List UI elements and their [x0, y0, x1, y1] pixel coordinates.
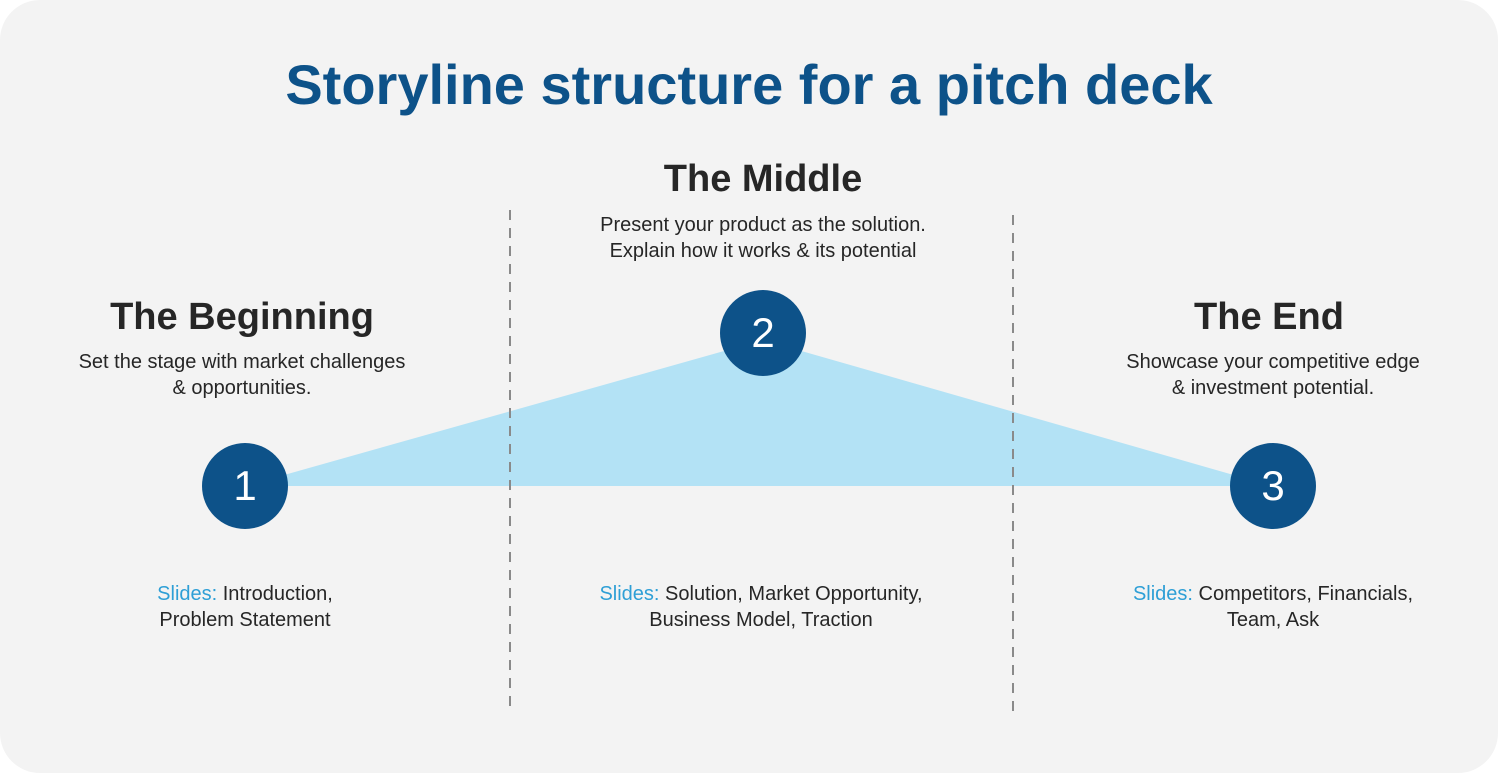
stage-2-slides-line-1: Slides: Solution, Market Opportunity,	[531, 581, 991, 607]
stage-1-description: Set the stage with market challenges & o…	[22, 349, 462, 401]
stage-3-desc-line-1: Showcase your competitive edge	[1126, 351, 1420, 373]
stage-1-slides: Slides: Introduction, Problem Statement	[45, 581, 445, 633]
stage-2-slides-line-2: Business Model, Traction	[649, 609, 873, 631]
stage-1-slides-label: Slides:	[157, 583, 218, 605]
stage-3-heading: The End	[1194, 296, 1344, 338]
stage-2-node: 2	[720, 290, 806, 376]
stage-2-desc-line-1: Present your product as the solution.	[600, 214, 926, 236]
stage-1-desc-line-1: Set the stage with market challenges	[78, 351, 406, 373]
storyline-triangle	[245, 340, 1272, 486]
stage-3-slides: Slides: Competitors, Financials, Team, A…	[1073, 581, 1473, 633]
stage-1-desc-line-2: & opportunities.	[172, 377, 312, 399]
stage-3-slides-text-1: Competitors, Financials,	[1198, 583, 1414, 605]
stage-2-slides-label: Slides:	[599, 583, 660, 605]
stage-1-slides-line-2: Problem Statement	[159, 609, 331, 631]
stage-1-node: 1	[202, 443, 288, 529]
stage-2-slides: Slides: Solution, Market Opportunity, Bu…	[531, 581, 991, 633]
page-title: Storyline structure for a pitch deck	[285, 53, 1213, 116]
stage-3-desc-line-2: & investment potential.	[1171, 377, 1375, 399]
stage-3-slides-label: Slides:	[1132, 583, 1193, 605]
stage-1-slides-text-1: Introduction,	[222, 583, 333, 605]
stage-3-slides-line-1: Slides: Competitors, Financials,	[1073, 581, 1473, 607]
stage-3-description: Showcase your competitive edge & investm…	[1053, 349, 1493, 401]
stage-3-slides-line-2: Team, Ask	[1226, 609, 1320, 631]
stage-3-node: 3	[1230, 443, 1316, 529]
stage-1-heading: The Beginning	[110, 296, 374, 338]
stage-2-description: Present your product as the solution. Ex…	[533, 212, 993, 264]
stage-1-slides-line-1: Slides: Introduction,	[45, 581, 445, 607]
stage-2-slides-text-1: Solution, Market Opportunity,	[665, 583, 923, 605]
stage-2-desc-line-2: Explain how it works & its potential	[609, 240, 917, 262]
stage-2-heading: The Middle	[663, 158, 863, 200]
